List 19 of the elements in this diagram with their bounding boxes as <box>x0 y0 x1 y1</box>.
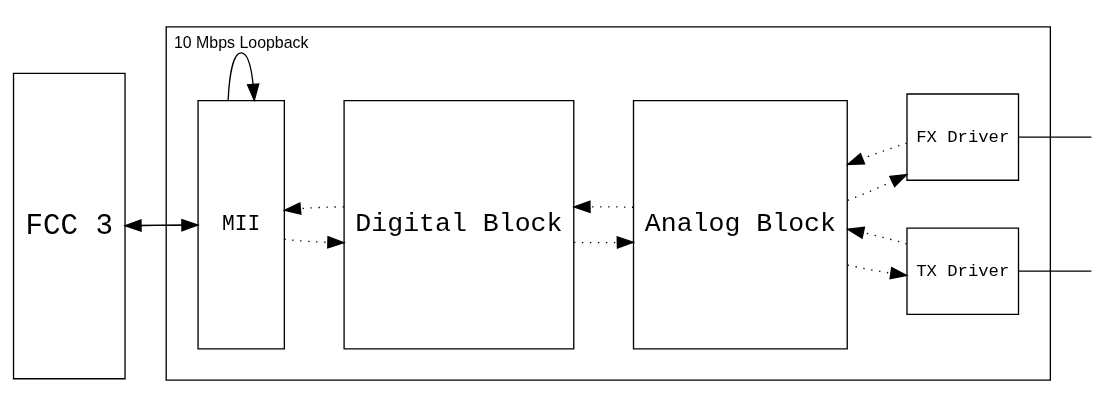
arrow <box>282 201 345 215</box>
arrow <box>845 142 908 165</box>
arrow <box>283 235 346 249</box>
cluster <box>165 25 1052 381</box>
connector <box>1018 135 1093 138</box>
arrow <box>847 173 909 201</box>
connector <box>1018 270 1093 272</box>
node-box: Analog Block <box>632 99 848 350</box>
arrow <box>847 263 909 279</box>
node-box: Digital Block <box>343 99 575 350</box>
arrow <box>227 51 260 102</box>
node-box: TX Driver <box>906 226 1020 315</box>
arrow <box>573 235 636 249</box>
edge-label: 10 Mbps Loopback <box>173 33 309 51</box>
arrow <box>572 199 634 213</box>
node-box: FX Driver <box>906 92 1020 181</box>
arrow <box>845 225 908 245</box>
node-box: FCC 3 <box>12 72 126 379</box>
node-box: MII <box>197 99 285 350</box>
